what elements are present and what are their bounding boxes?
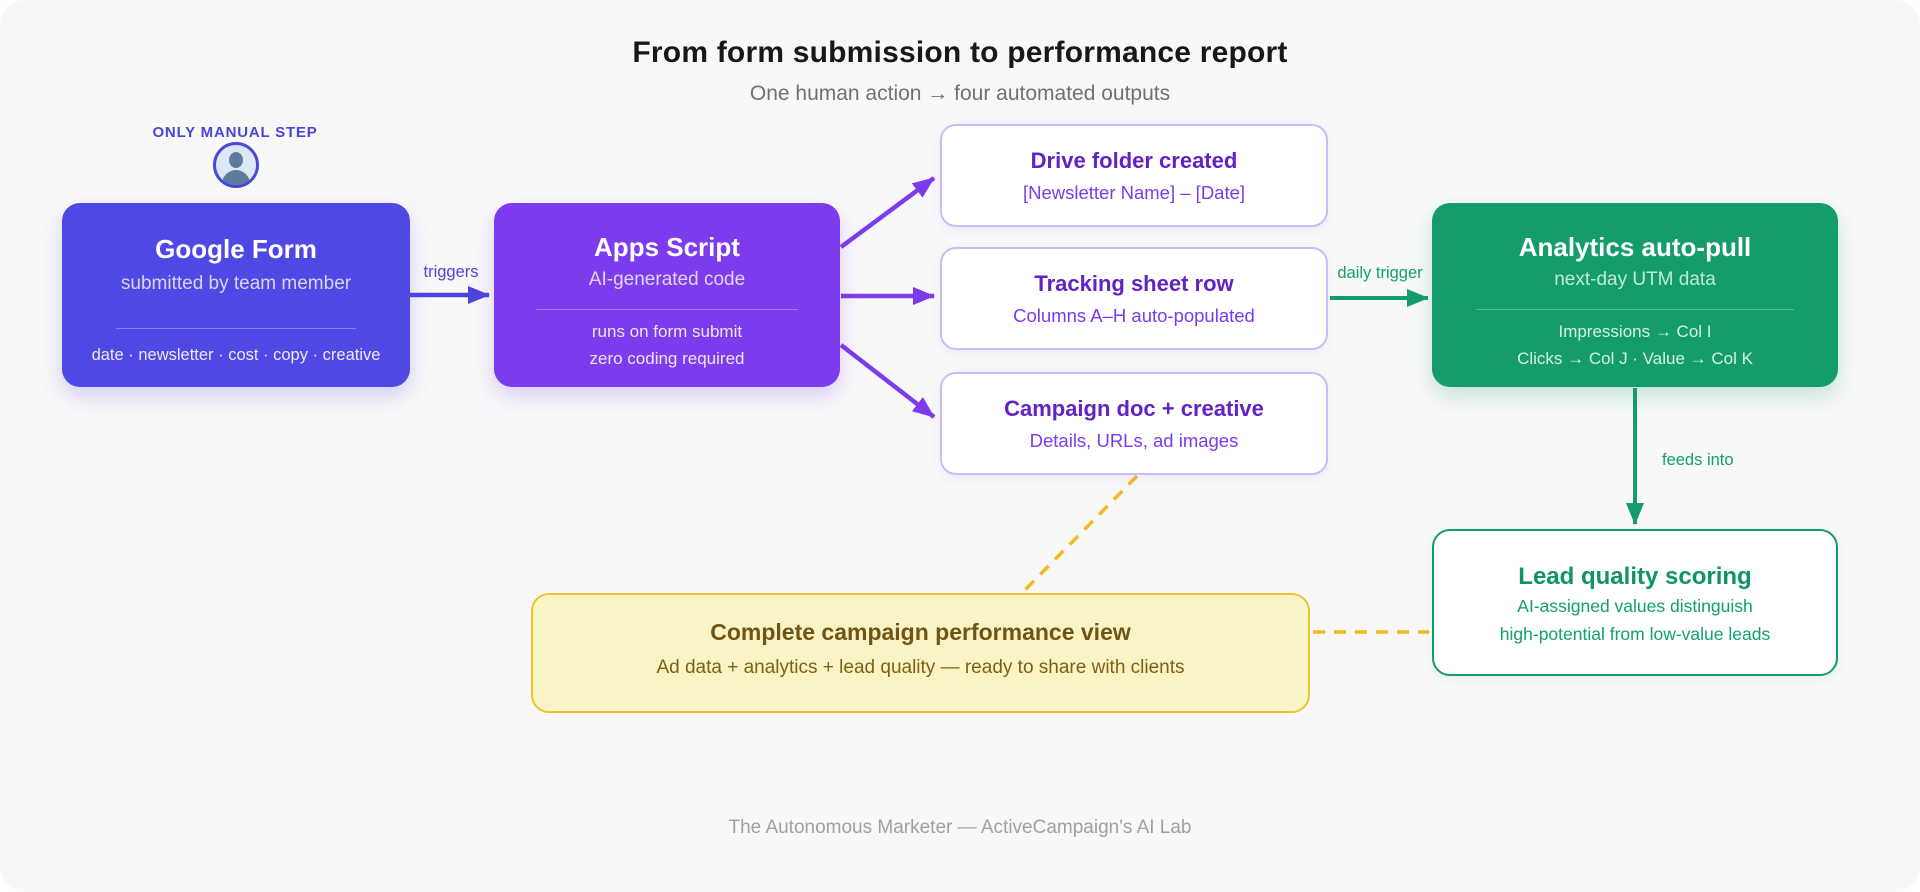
card-lead-scoring-title: Lead quality scoring	[1518, 563, 1752, 590]
divider	[1476, 309, 1794, 310]
person-icon-head	[229, 152, 243, 168]
person-icon-shoulders	[222, 170, 250, 185]
card-drive-folder-title: Drive folder created	[1030, 148, 1238, 173]
card-drive-folder: Drive folder created [Newsletter Name] –…	[940, 124, 1328, 227]
page-title: From form submission to performance repo…	[632, 36, 1288, 69]
card-lead-scoring-line-1: AI-assigned values distinguish	[1517, 596, 1753, 616]
card-campaign-doc: Campaign doc + creative Details, URLs, a…	[940, 372, 1328, 475]
divider	[116, 328, 356, 329]
node-apps-script: Apps Script AI-generated code runs on fo…	[494, 203, 840, 387]
divider	[536, 309, 798, 310]
node-apps-script-line-1: runs on form submit	[591, 322, 743, 341]
node-apps-script-title: Apps Script	[594, 232, 740, 262]
person-icon	[213, 142, 259, 188]
edge-label-daily-trigger: daily trigger	[1337, 264, 1423, 282]
node-google-form-fields: date · newsletter · cost · copy · creati…	[91, 346, 381, 364]
node-apps-script-detail: runs on form submit zero coding required	[590, 319, 745, 372]
edge-label-feeds-into: feeds into	[1662, 451, 1734, 469]
arrow-script-to-campaign-doc	[839, 343, 936, 419]
node-google-form: Google Form submitted by team member dat…	[62, 203, 410, 387]
only-manual-step-label: ONLY MANUAL STEP	[152, 124, 318, 141]
node-analytics-line-1: Impressions → Col I	[1558, 322, 1712, 341]
node-analytics-line-2: Clicks → Col J · Value → Col K	[1517, 348, 1753, 368]
node-analytics-subtitle: next-day UTM data	[1554, 269, 1716, 290]
node-analytics: Analytics auto-pull next-day UTM data Im…	[1432, 203, 1838, 387]
edge-label-triggers: triggers	[423, 263, 479, 281]
card-summary: Complete campaign performance view Ad da…	[531, 593, 1310, 713]
card-lead-scoring-line-2: high-potential from low-value leads	[1499, 624, 1771, 644]
card-tracking-sheet-title: Tracking sheet row	[1034, 271, 1234, 296]
node-google-form-title: Google Form	[155, 234, 317, 264]
node-apps-script-line-2: zero coding required	[589, 348, 745, 368]
node-analytics-detail: Impressions → Col I Clicks → Col J · Val…	[1517, 319, 1753, 372]
node-apps-script-subtitle: AI-generated code	[588, 269, 746, 290]
card-summary-subtitle: Ad data + analytics + lead quality — rea…	[656, 657, 1185, 678]
footer-credit: The Autonomous Marketer — ActiveCampaign…	[728, 817, 1192, 838]
connector-campaign-doc-to-summary	[1022, 474, 1139, 593]
node-google-form-subtitle: submitted by team member	[120, 273, 352, 294]
card-tracking-sheet-subtitle: Columns A–H auto-populated	[1013, 305, 1255, 326]
card-drive-folder-subtitle: [Newsletter Name] – [Date]	[1022, 182, 1246, 203]
node-analytics-title: Analytics auto-pull	[1518, 232, 1752, 262]
card-campaign-doc-subtitle: Details, URLs, ad images	[1029, 430, 1239, 451]
card-tracking-sheet: Tracking sheet row Columns A–H auto-popu…	[940, 247, 1328, 350]
page-subtitle: One human action → four automated output…	[749, 82, 1171, 105]
card-lead-scoring: Lead quality scoring AI-assigned values …	[1432, 529, 1838, 676]
card-campaign-doc-title: Campaign doc + creative	[1004, 396, 1264, 421]
card-summary-title: Complete campaign performance view	[710, 619, 1131, 645]
arrow-script-to-drive-folder	[839, 176, 936, 249]
